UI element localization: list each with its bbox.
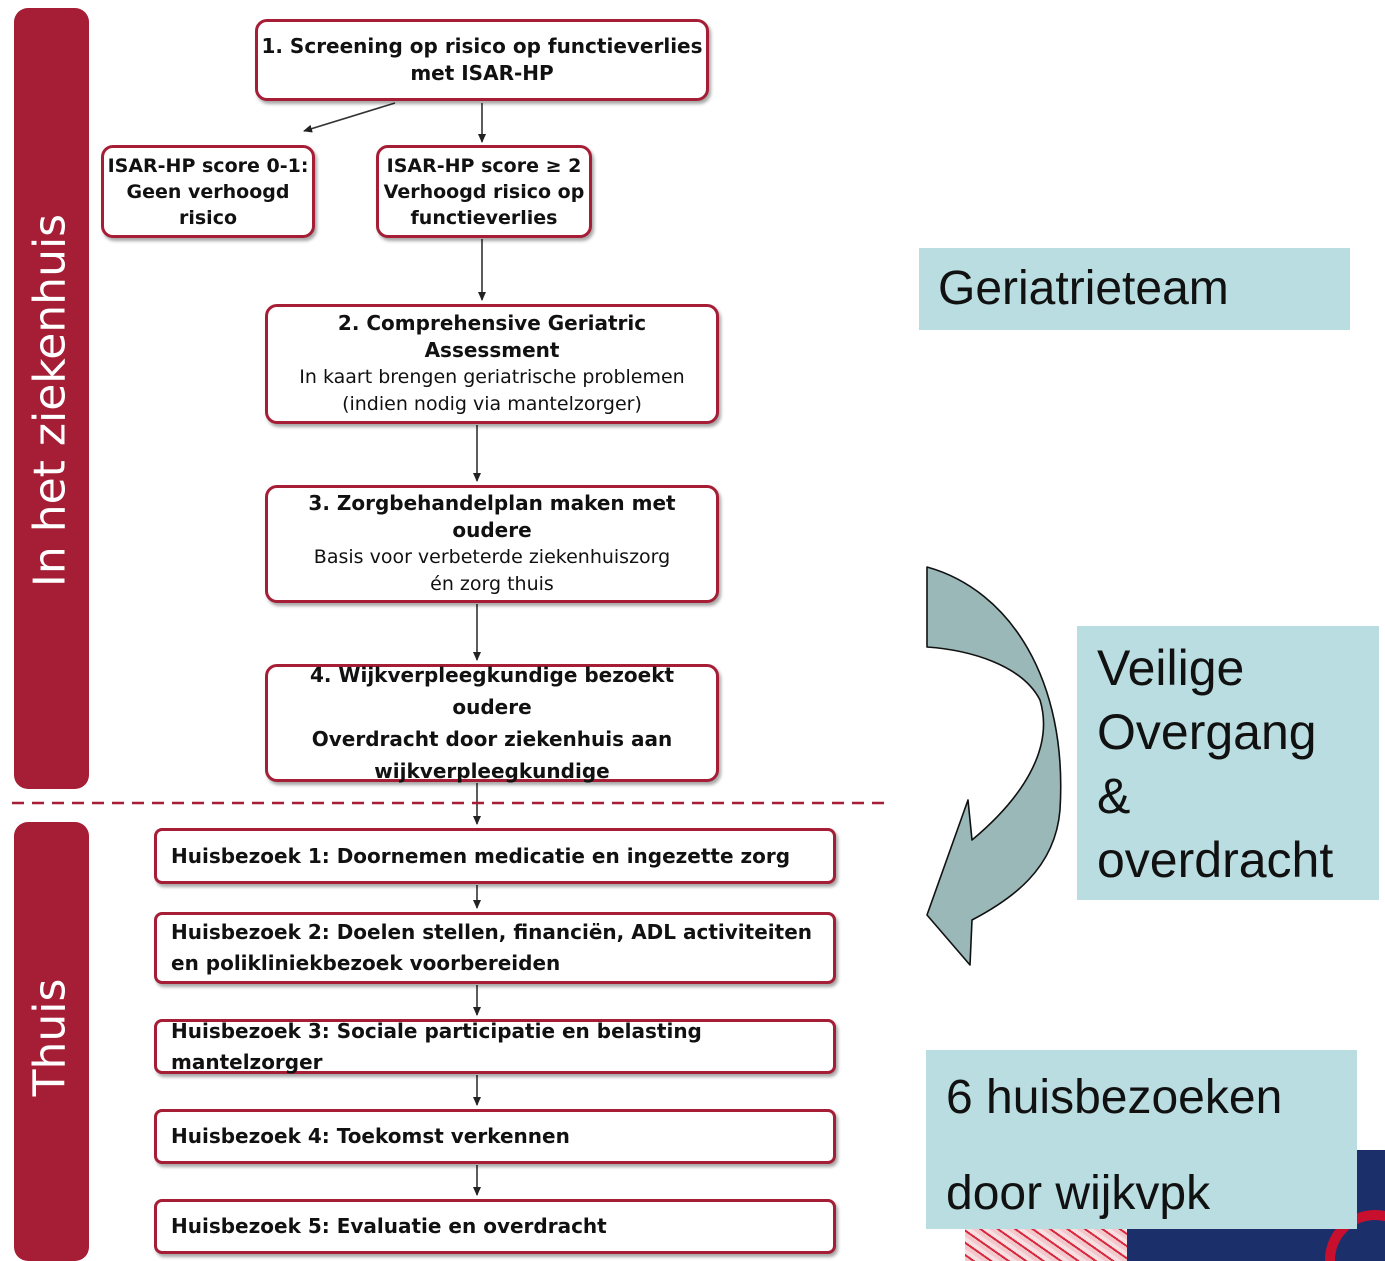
- home-visits-line1: 6 huisbezoeken: [946, 1071, 1283, 1124]
- hospital-sidebar: [14, 8, 89, 789]
- transition-line1: Veilige: [1097, 640, 1245, 696]
- step-3-line3: én zorg thuis: [430, 573, 554, 595]
- transition-line2: Overgang: [1097, 704, 1317, 760]
- step-3-care-plan: 3. Zorgbehandelplan maken met oudere Bas…: [265, 485, 719, 603]
- home-visit-3-line1: Huisbezoek 3: Sociale participatie en be…: [171, 1018, 702, 1074]
- transition-callout: Veilige Overgang & overdracht: [1077, 626, 1379, 900]
- home-sidebar: [14, 822, 89, 1261]
- low-risk-line2: Geen verhoogd: [126, 180, 290, 203]
- geriatric-team-text: Geriatrieteam: [938, 262, 1229, 315]
- home-visit-4-line1: Huisbezoek 4: Toekomst verkennen: [171, 1124, 570, 1148]
- home-visits-callout: 6 huisbezoeken door wijkvpk: [926, 1050, 1357, 1229]
- home-visit-5: Huisbezoek 5: Evaluatie en overdracht: [154, 1199, 836, 1254]
- step-1-line2: met ISAR-HP: [410, 61, 554, 85]
- curved-transition-arrow: [926, 566, 1062, 966]
- arrow-step1-low: [303, 102, 396, 133]
- home-visit-2-line2: en polikliniekbezoek voorbereiden: [171, 951, 561, 975]
- step-3-title: 3. Zorgbehandelplan maken met oudere: [308, 491, 676, 542]
- step-4-line2: Overdracht door ziekenhuis aan: [311, 727, 673, 751]
- step-3-line2: Basis voor verbeterde ziekenhuiszorg: [313, 546, 671, 568]
- step-1-screening: 1. Screening op risico op functieverlies…: [255, 19, 709, 101]
- high-risk-line1: ISAR-HP score ≥ 2: [386, 154, 582, 177]
- step-2-assessment: 2. Comprehensive Geriatric Assessment In…: [265, 304, 719, 424]
- low-risk-line1: ISAR-HP score 0-1:: [107, 154, 309, 177]
- step-2-line2: In kaart brengen geriatrische problemen: [299, 366, 685, 388]
- step-4-line3: wijkverpleegkundige: [374, 759, 610, 783]
- geriatric-team-callout: Geriatrieteam: [919, 248, 1350, 330]
- high-risk-box: ISAR-HP score ≥ 2 Verhoogd risico op fun…: [376, 145, 592, 238]
- transition-line4: overdracht: [1097, 832, 1334, 888]
- home-visit-1: Huisbezoek 1: Doornemen medicatie en ing…: [154, 828, 836, 884]
- high-risk-line3: functieverlies: [410, 206, 558, 229]
- step-4-district-nurse: 4. Wijkverpleegkundige bezoekt oudere Ov…: [265, 663, 719, 783]
- home-visit-4: Huisbezoek 4: Toekomst verkennen: [154, 1109, 836, 1164]
- home-visits-line2: door wijkvpk: [946, 1167, 1211, 1220]
- step-4-line1: 4. Wijkverpleegkundige bezoekt oudere: [309, 663, 675, 719]
- transition-line3: &: [1097, 768, 1131, 824]
- home-visit-2-line1: Huisbezoek 2: Doelen stellen, financiën,…: [171, 920, 812, 944]
- home-visit-5-line1: Huisbezoek 5: Evaluatie en overdracht: [171, 1214, 607, 1238]
- home-visit-1-line1: Huisbezoek 1: Doornemen medicatie en ing…: [171, 843, 791, 868]
- low-risk-line3: risico: [178, 206, 238, 229]
- home-visit-2: Huisbezoek 2: Doelen stellen, financiën,…: [154, 912, 836, 984]
- step-2-title: 2. Comprehensive Geriatric Assessment: [337, 311, 647, 362]
- high-risk-line2: Verhoogd risico op: [383, 180, 585, 203]
- low-risk-box: ISAR-HP score 0-1: Geen verhoogd risico: [101, 145, 315, 238]
- step-2-line3: (indien nodig via mantelzorger): [342, 393, 642, 415]
- step-1-line1: 1. Screening op risico op functieverlies: [261, 34, 703, 58]
- home-visit-3: Huisbezoek 3: Sociale participatie en be…: [154, 1019, 836, 1074]
